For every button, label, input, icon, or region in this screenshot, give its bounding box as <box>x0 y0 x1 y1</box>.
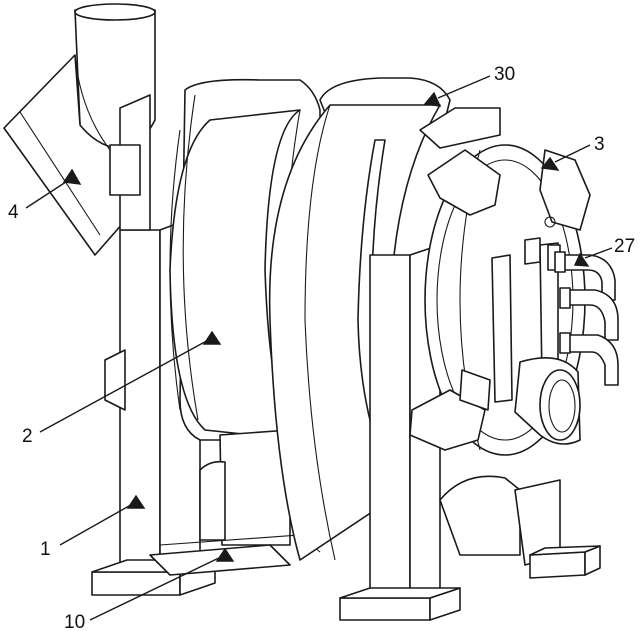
central-stand <box>149 429 321 576</box>
label-30: 30 <box>494 64 515 85</box>
front-cover <box>409 144 591 456</box>
reference-numerals: 4 30 3 27 2 1 10 <box>8 64 635 631</box>
drum-body <box>169 78 321 441</box>
label-2: 2 <box>22 426 33 447</box>
label-10: 10 <box>64 612 85 631</box>
label-3: 3 <box>594 134 605 155</box>
label-4: 4 <box>8 202 19 223</box>
nozzle-tubes <box>554 251 619 386</box>
label-27: 27 <box>614 236 635 257</box>
label-1: 1 <box>40 539 51 560</box>
leader-lines <box>25 75 613 621</box>
